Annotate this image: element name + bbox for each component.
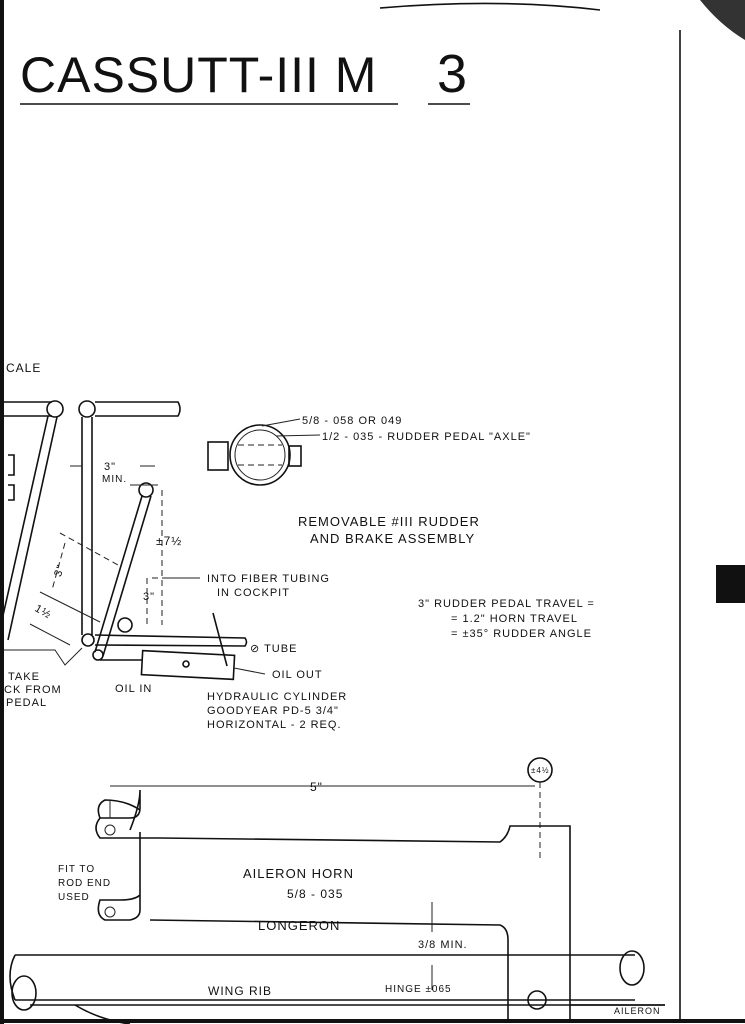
dim-1-5: 1½: [33, 603, 54, 622]
fit-note-1: FIT TO: [58, 864, 95, 875]
dim-3-min: 3": [104, 461, 116, 473]
tube-inner-spec: 1/2 - 035 - RUDDER PEDAL "AXLE": [322, 431, 531, 443]
wing-rib-label: WING RIB: [208, 984, 272, 998]
dim-min-label: MIN.: [102, 474, 127, 485]
aileron-horn-labels: 5" ±4½ AILERON HORN 5/8 - 035 FIT TO ROD…: [58, 766, 661, 1016]
fiber-tubing-note-1: INTO FIBER TUBING: [207, 573, 330, 585]
take-note-2: CK FROM: [4, 684, 62, 696]
rudder-assembly-labels: 5/8 - 058 OR 049 1/2 - 035 - RUDDER PEDA…: [4, 415, 595, 731]
assembly-caption-line1: REMOVABLE #III RUDDER: [298, 514, 480, 529]
cylinder-note-2: GOODYEAR PD-5 3/4": [207, 705, 339, 717]
tube-outer-spec: 5/8 - 058 OR 049: [302, 415, 402, 427]
take-note-1: TAKE: [8, 671, 40, 683]
cylinder-note-3: HORIZONTAL - 2 REQ.: [207, 719, 342, 731]
travel-note-3: = ±35° RUDDER ANGLE: [451, 628, 592, 640]
travel-note-2: = 1.2" HORN TRAVEL: [451, 613, 578, 625]
travel-note-1: 3" RUDDER PEDAL TRAVEL =: [418, 598, 595, 610]
oil-in-label: OIL IN: [115, 683, 152, 695]
dim-3-angled: 3": [52, 563, 67, 578]
aileron-horn-label: AILERON HORN: [243, 866, 354, 881]
registration-mark: [716, 565, 745, 603]
sheet-number: 3: [437, 44, 468, 104]
fit-note-2: ROD END: [58, 878, 111, 889]
aileron-horn-spec: 5/8 - 035: [287, 887, 343, 901]
min-gap-label: 3/8 MIN.: [418, 939, 468, 951]
scale-label: CALE: [6, 361, 41, 375]
take-note-3: PEDAL: [6, 697, 47, 709]
dim-plus-minus-7-5: ±7½: [156, 534, 182, 548]
dim-bubble: ±4½: [531, 766, 550, 775]
oil-out-label: OIL OUT: [272, 669, 323, 681]
left-edge-strip: [0, 0, 4, 1024]
aileron-horn-detail: [9, 757, 665, 1024]
hinge-label: HINGE ±065: [385, 984, 452, 995]
tube-label: ⊘ TUBE: [250, 643, 297, 655]
cylinder-note-1: HYDRAULIC CYLINDER: [207, 691, 347, 703]
fit-note-3: USED: [58, 892, 90, 903]
aileron-label: AILERON: [614, 1006, 661, 1016]
longeron-label: LONGERON: [258, 918, 340, 933]
dim-5-inch: 5": [310, 780, 323, 794]
drawing-title: CASSUTT-III M: [20, 47, 377, 103]
dim-3-vertical: 3": [143, 591, 155, 603]
corner-smudge: [700, 0, 745, 40]
assembly-caption-line2: AND BRAKE ASSEMBLY: [310, 531, 475, 546]
top-edge-mark: [379, 2, 601, 11]
rudder-pedal-linkage: [1, 400, 321, 681]
fiber-tubing-note-2: IN COCKPIT: [217, 587, 290, 599]
